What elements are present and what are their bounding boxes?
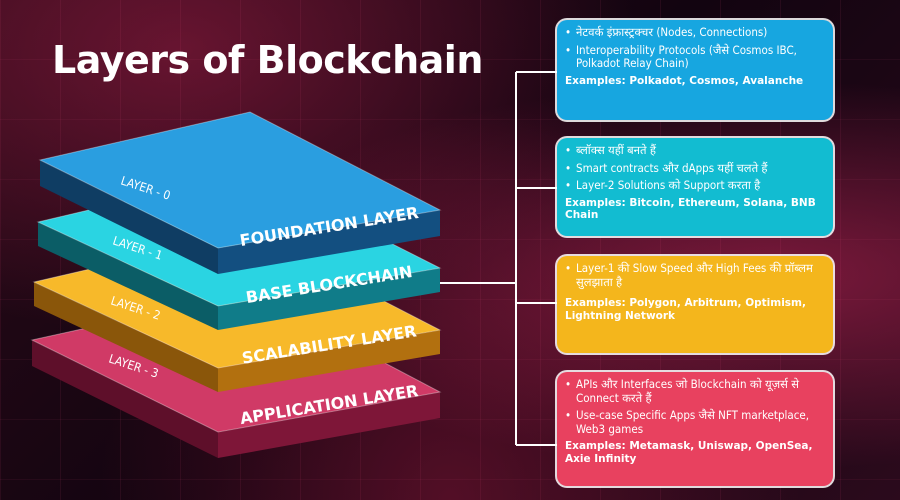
layer-3-front-face [218,392,440,458]
box-1-examples: Examples: Bitcoin, Ethereum, Solana, BNB… [565,196,816,222]
layer-3-info-box: APIs और Interfaces जो Blockchain को यूज़… [557,372,833,486]
layer-1-side-face [38,222,218,330]
box-0-examples: Examples: Polkadot, Cosmos, Avalanche [565,74,804,87]
layer-0-front-face [218,210,440,274]
box-1-bullet-2: Layer-2 Solutions को Support करता है [565,178,825,193]
layer-0-top-face [38,111,442,249]
box-2-examples: Examples: Polygon, Arbitrum, Optimism, L… [565,297,806,322]
box-3-examples: Examples: Metamask, Uniswap, OpenSea, Ax… [565,440,813,465]
layer-0-side-face [40,160,218,274]
box-1-bullet-0: ब्लॉक्स यहीं बनते हैं [565,143,825,158]
box-1-bullet-1: Smart contracts और dApps यहीं चलते हैं [565,161,825,176]
layer-1-info-box: ब्लॉक्स यहीं बनते हैं Smart contracts और… [557,138,833,236]
box-3-bullet-1: Use-case Specific Apps जैसे NFT marketpl… [565,408,825,436]
layer-1-front-face [218,268,440,330]
layer-3-side-face [32,340,218,458]
layer-0-info-box: नेटवर्क इंफ्रास्ट्रक्चर (Nodes, Connecti… [557,20,833,120]
layer-2-info-box: Layer-1 की Slow Speed और High Fees की प्… [557,256,833,353]
box-3-bullet-0: APIs और Interfaces जो Blockchain को यूज़… [565,377,825,405]
box-2-bullet-0: Layer-1 की Slow Speed और High Fees की प्… [565,261,825,289]
box-0-bullet-0: नेटवर्क इंफ्रास्ट्रक्चर (Nodes, Connecti… [565,25,825,40]
layer-2-front-face [218,330,440,392]
layer-2-side-face [34,282,218,392]
page-title: Layers of Blockchain [52,38,483,82]
box-0-bullet-1: Interoperability Protocols (जैसे Cosmos … [565,43,825,71]
